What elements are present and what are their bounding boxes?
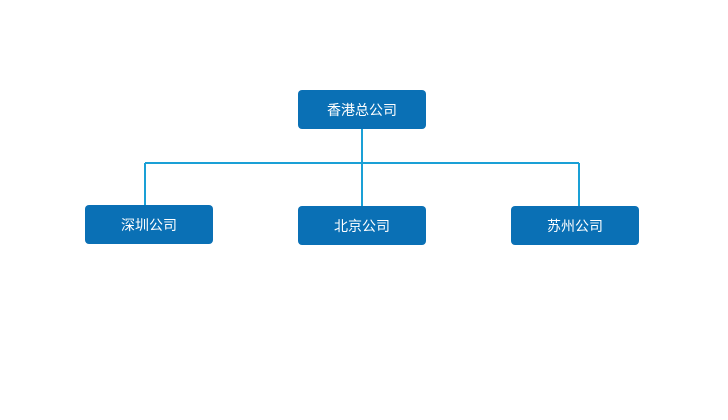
node-root-label: 香港总公司 <box>327 102 397 119</box>
node-child-beijing: 北京公司 <box>298 206 426 245</box>
node-child-label: 苏州公司 <box>547 218 603 235</box>
node-root: 香港总公司 <box>298 90 426 129</box>
node-child-label: 深圳公司 <box>121 217 177 234</box>
node-child-shenzhen: 深圳公司 <box>85 205 213 244</box>
node-child-suzhou: 苏州公司 <box>511 206 639 245</box>
node-child-label: 北京公司 <box>334 218 390 235</box>
